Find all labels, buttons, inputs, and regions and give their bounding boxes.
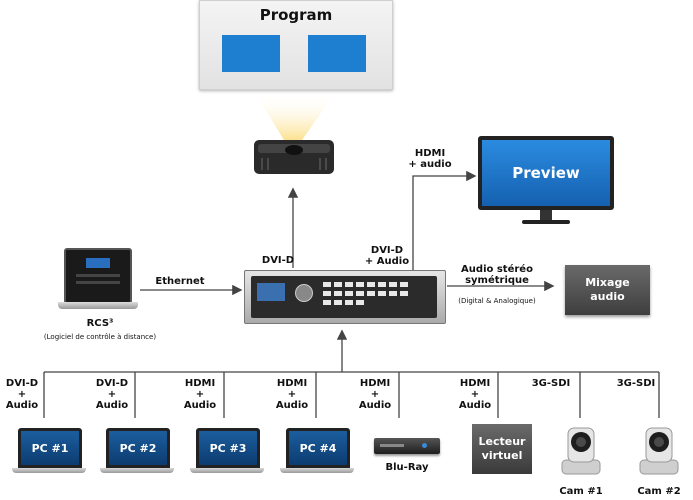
- projector-icon: [254, 93, 335, 174]
- bluray-player: [374, 438, 440, 454]
- dvi-d-audio-label: DVI-D + Audio: [364, 245, 410, 267]
- pc-laptop-screen: PC #2: [106, 428, 170, 468]
- input-signal-label: DVI-D + Audio: [95, 378, 129, 411]
- lecteur-virtuel-box: Lecteur virtuel: [472, 424, 532, 474]
- switcher-device: [244, 270, 446, 324]
- hdmi-audio-label: HDMI + audio: [408, 148, 452, 170]
- input-signal-label: HDMI + Audio: [275, 378, 309, 411]
- dvi-d-label: DVI-D: [261, 255, 295, 266]
- rcs-label: RCS³: [86, 318, 114, 329]
- input-signal-label: HDMI + Audio: [458, 378, 492, 411]
- mixage-audio-label: Mixage audio: [585, 276, 630, 303]
- program-title: Program: [259, 6, 333, 24]
- switcher-knob: [295, 284, 313, 302]
- pc-label: PC #3: [209, 441, 247, 455]
- bluray-label: Blu-Ray: [385, 462, 429, 473]
- rcs-sublabel: (Logiciel de contrôle à distance): [43, 333, 157, 341]
- program-screen: Program: [199, 0, 393, 90]
- pc-label: PC #4: [299, 441, 337, 455]
- rcs-laptop: [58, 248, 140, 314]
- pc-laptop-screen: PC #1: [18, 428, 82, 468]
- cam-label: Cam #2: [637, 486, 681, 497]
- hdmi-preview-arrow: [412, 170, 477, 270]
- cam-label: Cam #1: [559, 486, 603, 497]
- audio-stereo-label: Audio stéréo symétrique: [461, 264, 533, 286]
- input-signal-label: DVI-D + Audio: [5, 378, 39, 411]
- ptz-camera-icon: [561, 427, 601, 475]
- laptop-base: [280, 468, 354, 473]
- pc-laptop-screen: PC #4: [286, 428, 350, 468]
- switcher-lcd: [257, 283, 285, 301]
- input-signal-label: HDMI + Audio: [183, 378, 217, 411]
- laptop-base: [100, 468, 174, 473]
- preview-screen: Preview: [482, 140, 610, 206]
- preview-monitor: Preview: [478, 136, 620, 228]
- pc-label: PC #2: [119, 441, 157, 455]
- digital-analog-label: (Digital & Analogique): [458, 297, 536, 305]
- laptop-base: [190, 468, 264, 473]
- pc-laptop-screen: PC #3: [196, 428, 260, 468]
- mixage-audio-box: Mixage audio: [565, 265, 650, 315]
- input-signal-label: 3G-SDI: [616, 378, 656, 389]
- input-signal-label: 3G-SDI: [531, 378, 571, 389]
- pc-label: PC #1: [31, 441, 69, 455]
- switcher-buttons: [323, 282, 408, 305]
- preview-label: Preview: [512, 164, 580, 182]
- program-window-right: [308, 35, 366, 72]
- lecteur-virtuel-label: Lecteur virtuel: [478, 435, 526, 462]
- ethernet-label: Ethernet: [155, 276, 205, 287]
- input-signal-label: HDMI + Audio: [358, 378, 392, 411]
- program-window-left: [222, 35, 280, 72]
- ptz-camera-icon: [639, 427, 679, 475]
- laptop-base: [12, 468, 86, 473]
